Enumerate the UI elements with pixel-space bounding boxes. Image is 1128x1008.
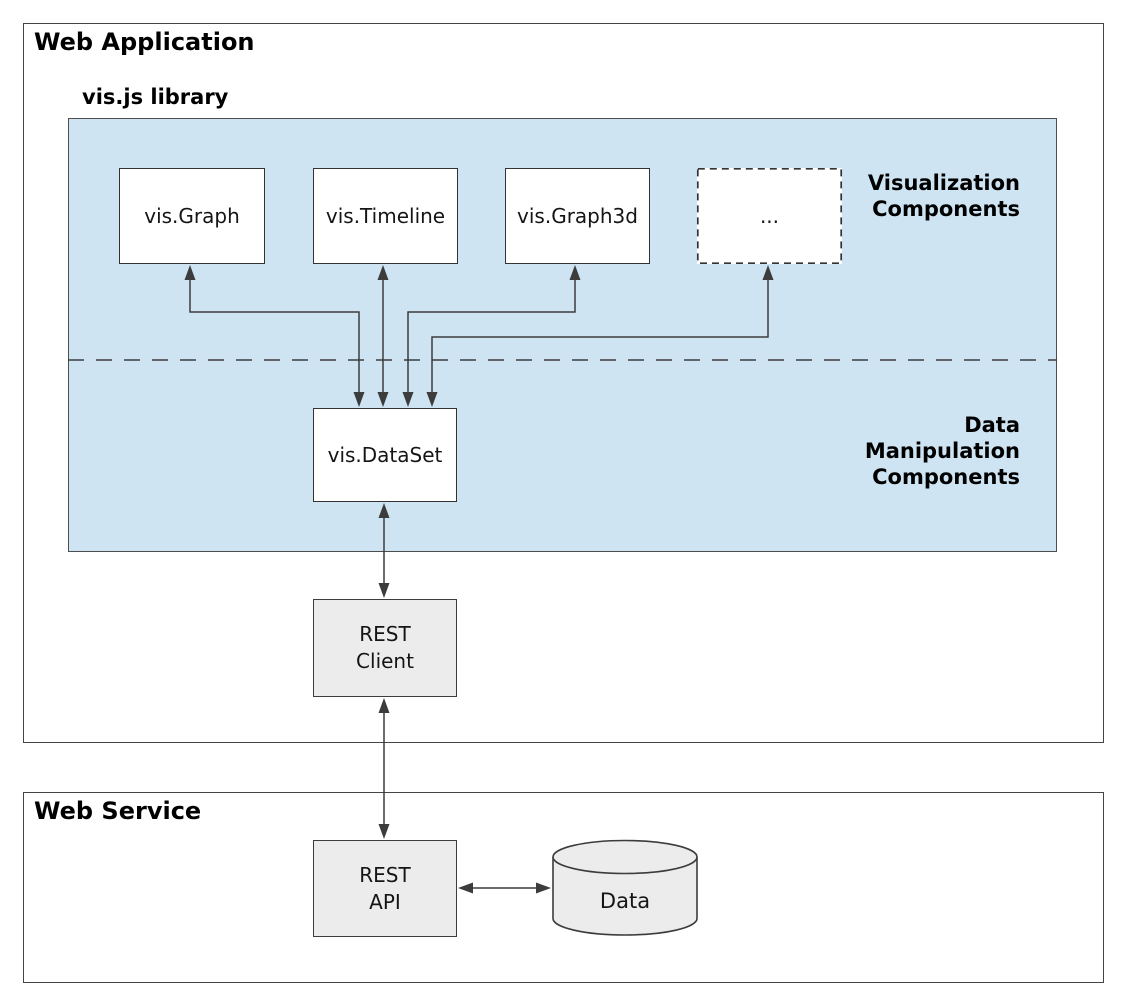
web-application-box	[23, 23, 1104, 743]
box-vis-graph-label: vis.Graph	[144, 203, 240, 228]
web-application-title: Web Application	[34, 28, 255, 56]
box-rest-client-label: REST Client	[356, 621, 414, 675]
data-manipulation-label-line1: Data	[964, 413, 1020, 437]
rest-api-line2: API	[369, 889, 401, 914]
box-rest-client: REST Client	[313, 599, 457, 697]
data-manipulation-label-line2: Manipulation	[864, 439, 1020, 463]
visjs-library-title: vis.js library	[82, 85, 229, 109]
rest-client-line1: REST	[359, 622, 411, 646]
box-rest-api: REST API	[313, 840, 457, 937]
box-vis-dataset: vis.DataSet	[313, 408, 457, 502]
box-vis-dataset-label: vis.DataSet	[327, 442, 443, 467]
box-vis-timeline-label: vis.Timeline	[325, 203, 446, 228]
visualization-components-label-line1: Visualization	[867, 171, 1020, 195]
box-vis-graph3d-label: vis.Graph3d	[517, 203, 638, 228]
box-vis-graph3d: vis.Graph3d	[505, 168, 650, 264]
web-service-title: Web Service	[34, 797, 202, 825]
box-vis-timeline: vis.Timeline	[313, 168, 458, 264]
box-vis-graph: vis.Graph	[119, 168, 265, 264]
visualization-components-label: Visualization Components	[820, 170, 1020, 222]
rest-api-line1: REST	[359, 862, 411, 887]
web-service-box	[23, 792, 1104, 983]
visualization-components-label-line2: Components	[872, 197, 1020, 221]
rest-client-line2: Client	[356, 649, 414, 673]
box-rest-api-label: REST API	[359, 862, 410, 916]
box-more-components-label: ...	[759, 203, 780, 228]
data-manipulation-label-line3: Components	[872, 465, 1020, 489]
data-manipulation-components-label: Data Manipulation Components	[820, 412, 1020, 490]
